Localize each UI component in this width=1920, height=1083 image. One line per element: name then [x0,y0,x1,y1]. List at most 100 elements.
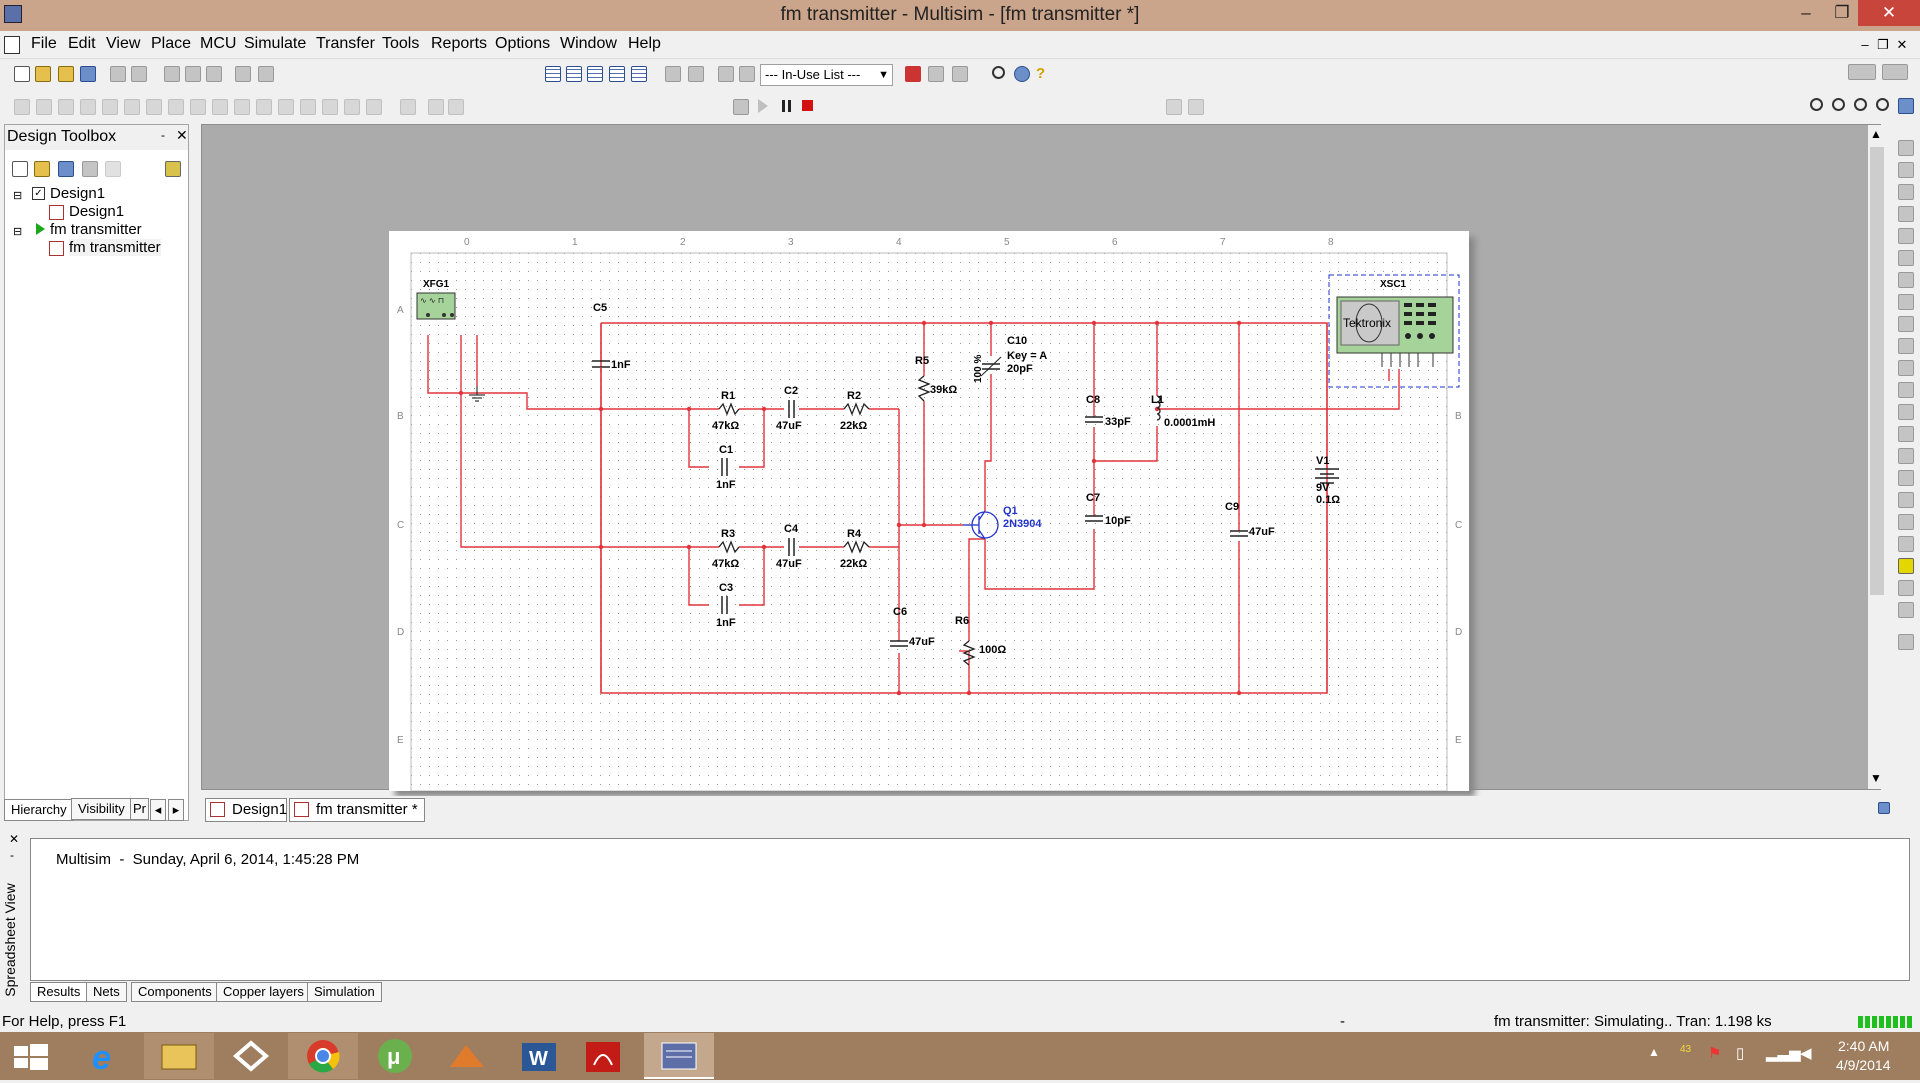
probe-right-icon[interactable] [1188,99,1204,115]
labview-icon[interactable] [1898,536,1914,552]
battery-v1[interactable] [1315,468,1339,484]
open-design-icon[interactable] [34,161,50,177]
tab-scroll-right[interactable]: ▸ [168,799,184,821]
scroll-down-arrow[interactable]: ▼ [1870,771,1882,785]
grapher-icon[interactable] [631,66,647,82]
tree-fm-transmitter-sheet[interactable]: fm transmitter [69,239,161,256]
undo-icon[interactable] [235,66,251,82]
paste-icon[interactable] [206,66,222,82]
cmos-icon[interactable] [146,99,162,115]
scroll-thumb[interactable] [1870,147,1884,595]
menu-edit[interactable]: Edit [68,35,96,52]
mdi-close-button[interactable]: ✕ [1896,37,1908,52]
tab-project[interactable]: Pr [130,798,149,820]
vertical-scrollbar[interactable]: ▲ ▼ [1868,125,1886,789]
search-icon[interactable] [992,66,1005,79]
run-simulation-button[interactable] [758,99,768,113]
open-folder-icon[interactable] [35,66,51,82]
multisim-taskbar-icon[interactable] [644,1033,714,1079]
annotate-icon[interactable] [718,66,734,82]
power-icon[interactable] [234,99,250,115]
tab-copper-layers[interactable]: Copper layers [216,982,311,1002]
tektronix-scope-icon[interactable] [1898,514,1914,530]
inductor-l1[interactable] [1156,395,1161,421]
app-arrows-icon[interactable] [216,1033,286,1079]
database-icon[interactable] [587,66,603,82]
menu-reports[interactable]: Reports [431,35,488,52]
wattmeter-icon[interactable] [1898,184,1914,200]
logic-converter-icon[interactable] [1898,316,1914,332]
save-icon[interactable] [80,66,96,82]
function-generator-xfg1[interactable]: XFG1 ∿ ∿ ⊓ [416,279,456,320]
results-pane[interactable]: Multisim - Sunday, April 6, 2014, 1:45:2… [30,838,1910,981]
capacitor-c3[interactable] [721,596,728,614]
tree-fm-transmitter[interactable]: fm transmitter [50,221,142,238]
pause-simulation-button[interactable] [782,100,791,112]
new-design-icon[interactable] [12,161,28,177]
misc-digital-icon[interactable] [168,99,184,115]
resistor-r2[interactable] [843,402,870,416]
electromechanical-icon[interactable] [300,99,316,115]
measurement-probe-icon[interactable] [1898,602,1914,618]
menu-simulate[interactable]: Simulate [244,35,307,52]
sheet-options-icon[interactable] [1878,802,1890,814]
logic-analyzer-icon[interactable] [1898,338,1914,354]
function-generator-icon[interactable] [1898,162,1914,178]
design-rule-icon[interactable] [688,66,704,82]
education-icon[interactable] [1014,66,1030,82]
transistor-q1[interactable] [963,510,999,540]
file-explorer-icon[interactable] [144,1033,214,1079]
zoom-in-icon[interactable] [1810,98,1823,111]
internet-explorer-icon[interactable]: e [72,1033,142,1079]
help-icon[interactable]: ? [1036,65,1046,82]
bus-icon[interactable] [428,99,444,115]
resistor-r1[interactable] [718,402,740,416]
tab-design1[interactable]: Design1 [205,798,287,822]
menu-options[interactable]: Options [495,35,551,52]
resistor-r3[interactable] [718,540,740,554]
tab-fm-transmitter[interactable]: fm transmitter * [289,798,425,822]
word-icon[interactable]: W [504,1033,574,1079]
source-icon[interactable] [14,99,30,115]
forward-annotate-icon[interactable] [928,66,944,82]
mixed-icon[interactable] [190,99,206,115]
agilent-scope-icon[interactable] [1898,492,1914,508]
maximize-button[interactable]: ❐ [1834,3,1850,22]
tree-design1-sheet[interactable]: Design1 [69,203,125,220]
tab-visibility[interactable]: Visibility [71,798,132,820]
print-icon[interactable] [110,66,126,82]
cut-icon[interactable] [164,66,180,82]
new-sheet-icon[interactable] [82,161,98,177]
tab-simulation[interactable]: Simulation [307,982,382,1002]
menu-view[interactable]: View [106,35,141,52]
flag-icon[interactable]: ⚑ [1708,1045,1722,1062]
connector-icon[interactable] [344,99,360,115]
signal-icon[interactable]: ▂▃▅ [1766,1045,1801,1062]
bode-plotter-icon[interactable] [1898,250,1914,266]
menu-help[interactable]: Help [628,35,661,52]
scroll-up-arrow[interactable]: ▲ [1870,127,1882,141]
resistor-r5[interactable] [917,375,931,402]
resistor-r6[interactable] [962,640,976,666]
iv-analyzer-icon[interactable] [1898,360,1914,376]
resistor-r4[interactable] [843,540,870,554]
place-ladder-icon[interactable] [448,99,464,115]
project-view-icon[interactable] [165,161,181,177]
matlab-icon[interactable] [432,1033,502,1079]
rf-icon[interactable] [278,99,294,115]
panel-close-icon[interactable]: ✕ [176,127,188,143]
transistor-icon[interactable] [80,99,96,115]
menu-transfer[interactable]: Transfer [316,35,375,52]
chrome-icon[interactable] [288,1033,358,1079]
spreadsheet-close-icon[interactable]: ✕ [9,832,20,846]
agilent-generator-icon[interactable] [1898,448,1914,464]
layout2-icon[interactable] [1882,64,1908,80]
back-annotate-icon[interactable] [739,66,755,82]
tray-expand-icon[interactable]: ▲ [1648,1045,1660,1059]
pin-icon[interactable]: - [161,128,165,142]
capacitor-c4[interactable] [788,538,795,556]
tab-components[interactable]: Components [131,982,219,1002]
indicator-icon[interactable] [212,99,228,115]
transfer-icon[interactable] [952,66,968,82]
minimize-button[interactable]: – [1801,3,1811,22]
